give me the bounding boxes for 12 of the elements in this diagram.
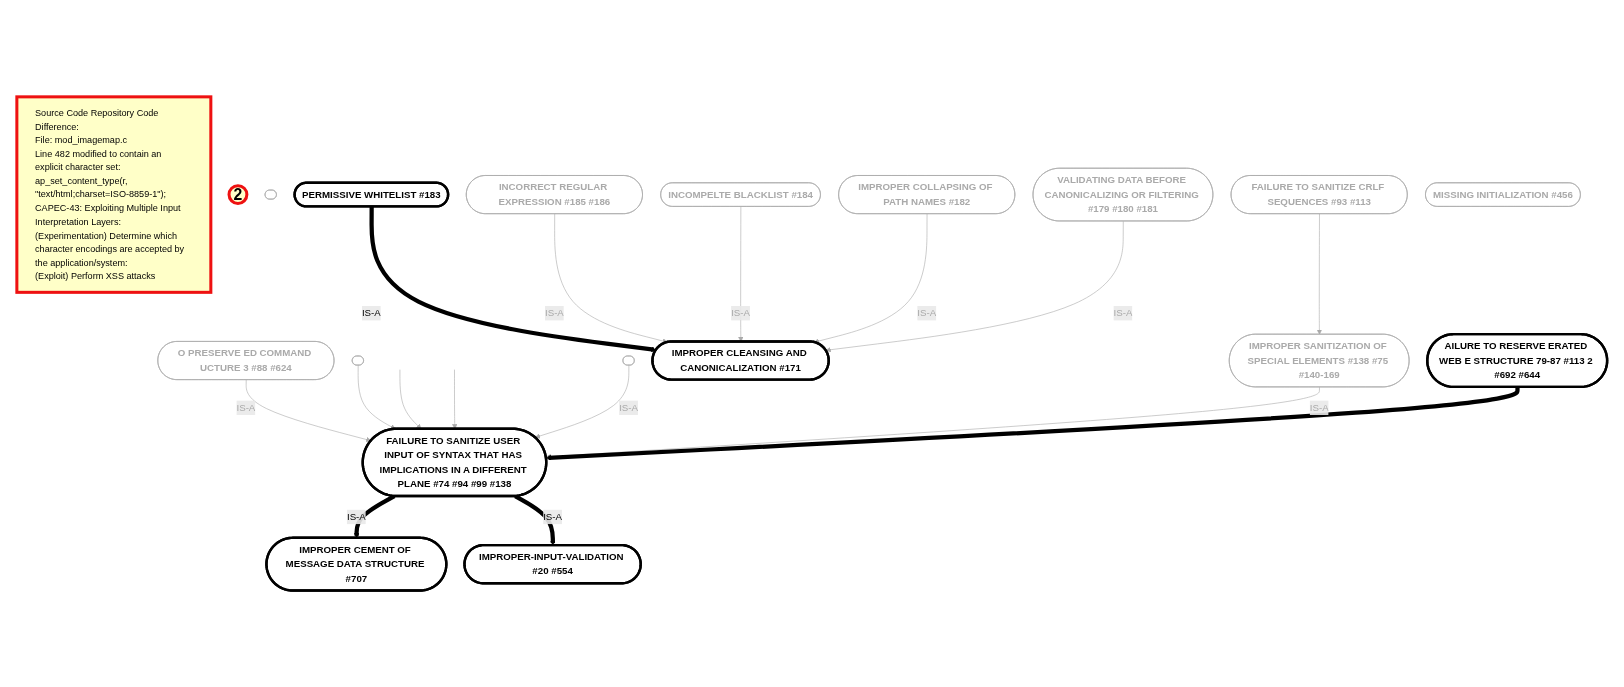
edge-label: IS-A [731,307,750,318]
arrow [545,385,1520,461]
edge-label: IS-A [1113,307,1133,318]
edge-label: IS-A [917,307,937,318]
edge-label: IS-A [346,511,366,522]
edge-label: IS-A [361,307,381,318]
edge-label: IS-A [543,511,563,522]
edge-label: IS-A [236,402,256,413]
edge-label: IS-A [619,402,639,413]
node-box: Source Code Repository Code Difference: File: mod_imagemap.c Line 482 modified to contain an explicit character set: ap_set_content_type(r, "text/html;charset=ISO-8859-1"); CAPEC-43: Exploiting Multiple Input Interpretation Layers: (Experimentation) Determine which character encodings are accepted by the application/system: (Exploit) Perform XSS attacks [15,95,213,294]
arrow [369,206,657,352]
node-circle: 2 [227,183,249,205]
